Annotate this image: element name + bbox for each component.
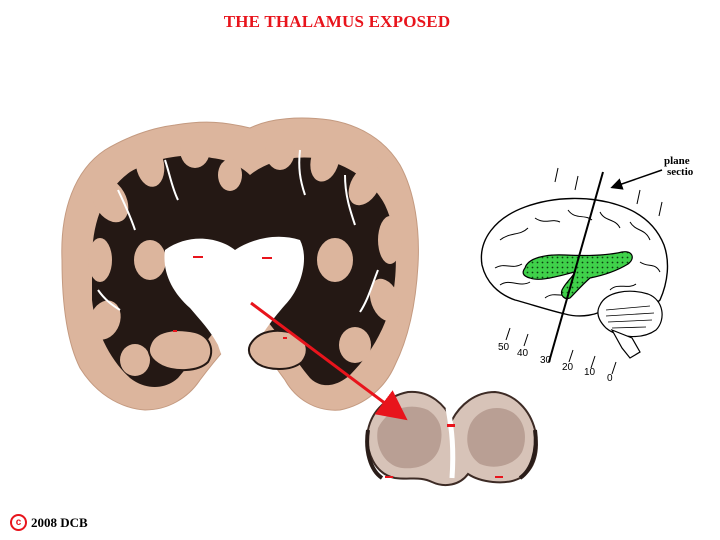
copyright-circle-icon: c bbox=[10, 514, 27, 531]
lateral-brain-diagram bbox=[480, 167, 669, 375]
thalamus-photo bbox=[365, 390, 538, 487]
tick-label-50: 50 bbox=[498, 342, 510, 353]
tick-label-10: 10 bbox=[584, 367, 596, 378]
tick-label-20: 20 bbox=[562, 362, 574, 373]
red-pointer-arrow bbox=[250, 301, 408, 421]
right-temporal-lobe bbox=[247, 329, 308, 370]
cerebellum bbox=[597, 290, 663, 338]
plane-label-line2: sectio bbox=[667, 166, 694, 178]
copyright-text: 2008 DCB bbox=[31, 514, 88, 530]
thalamus-highlight bbox=[522, 251, 633, 300]
plane-label-line1: plane bbox=[664, 155, 690, 167]
plane-pointer-arrow bbox=[610, 169, 663, 190]
tick-label-0: 0 bbox=[607, 373, 613, 384]
left-temporal-lobe bbox=[147, 329, 213, 372]
ventricle-cavity bbox=[164, 236, 305, 372]
coronal-brain-section bbox=[61, 117, 419, 411]
plane-of-section-line bbox=[548, 171, 604, 363]
copyright-notice: c 2008 DCB bbox=[10, 514, 88, 531]
tick-label-30: 30 bbox=[540, 355, 552, 366]
page-title: THE THALAMUS EXPOSED bbox=[223, 12, 451, 31]
tick-label-40: 40 bbox=[517, 348, 529, 359]
